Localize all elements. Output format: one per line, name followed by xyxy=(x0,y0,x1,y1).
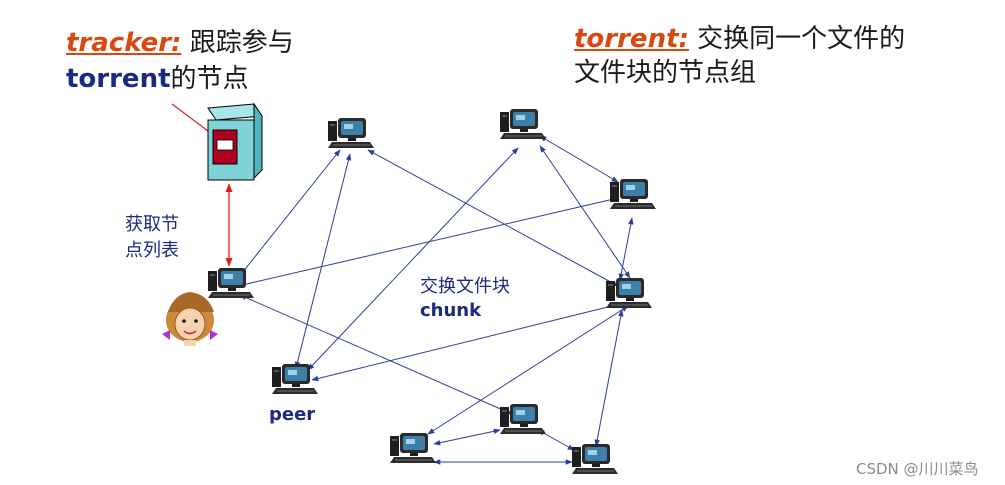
tracker-caption-line2: torrent的节点 xyxy=(66,62,249,96)
tracker-line2-rest: 的节点 xyxy=(170,64,249,94)
peer-computer-icon xyxy=(609,178,657,210)
tracker-server-icon xyxy=(207,102,263,181)
get-list-line2: 点列表 xyxy=(125,240,179,261)
torrent-desc-line1: 交换同一个文件的 xyxy=(688,24,906,54)
peer-computer-icon xyxy=(499,403,547,435)
peer-computer-icon xyxy=(327,117,375,149)
user-avatar-icon xyxy=(162,292,218,346)
tracker-desc-line1: 跟踪参与 xyxy=(181,28,294,58)
peer-computer-icon xyxy=(271,363,319,395)
peer-computer-icon xyxy=(571,443,619,475)
get-list-line1: 获取节 xyxy=(125,214,179,235)
tracker-callout-line xyxy=(171,103,213,135)
torrent-keyword: torrent: xyxy=(574,24,689,54)
torrent-caption: torrent: 交换同一个文件的 xyxy=(574,22,905,56)
peer-computer-icon xyxy=(207,267,255,299)
peer-connections xyxy=(237,135,634,465)
watermark: CSDN @川川菜鸟 xyxy=(856,460,979,478)
tracker-torrent-word: torrent xyxy=(66,64,171,94)
tracker-keyword: tracker: xyxy=(66,28,182,58)
torrent-caption-line2: 文件块的节点组 xyxy=(574,58,757,88)
peer-computer-icon xyxy=(389,432,437,464)
peer-computer-icon xyxy=(605,277,653,309)
peer-computer-icon xyxy=(499,108,547,140)
tracker-caption: tracker: 跟踪参与 xyxy=(66,26,294,60)
